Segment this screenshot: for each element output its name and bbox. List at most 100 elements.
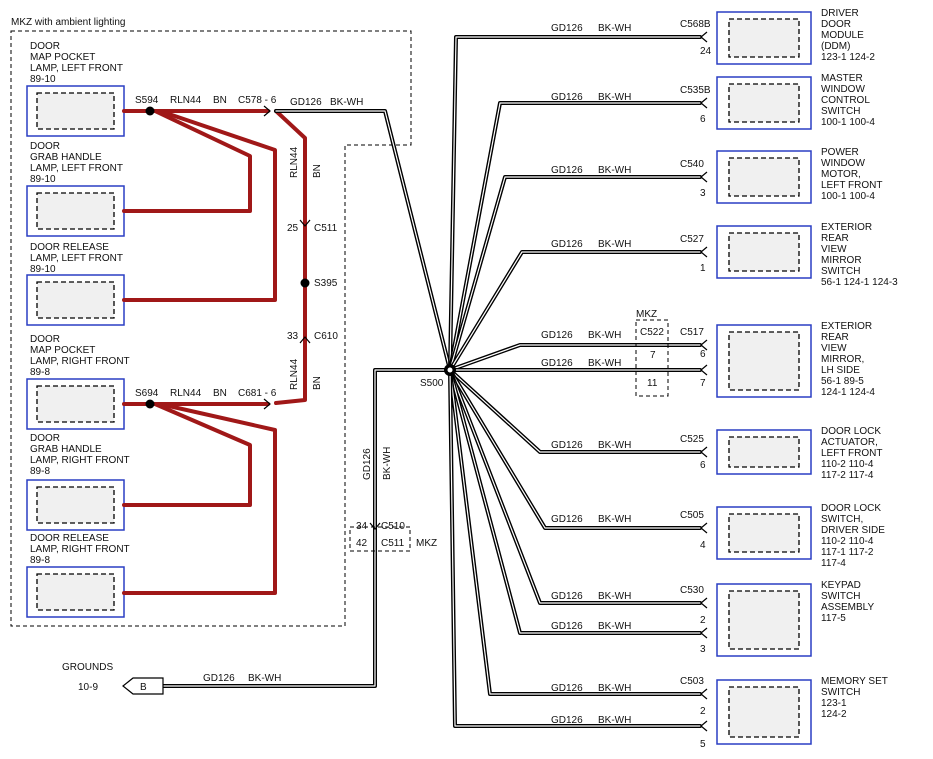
bkwh-label: BK-WH	[598, 440, 631, 451]
gd126-label: GD126	[551, 621, 583, 632]
lc6-line1: DOOR RELEASE	[30, 533, 109, 544]
connector-pin: 6	[700, 460, 706, 471]
component-inner	[728, 686, 800, 738]
gd126-top-label: GD126	[290, 97, 322, 108]
lc5-line3: LAMP, RIGHT FRONT	[30, 455, 130, 466]
black-wire-bundle	[161, 35, 702, 728]
lc2-line1: DOOR	[30, 141, 60, 152]
connector-pin: 3	[700, 188, 706, 199]
component-inner	[728, 513, 800, 553]
bn-vert-upper: BN	[312, 164, 323, 178]
connector-arrow	[700, 171, 708, 183]
lc4-line1: DOOR	[30, 334, 60, 345]
c522-label: C522	[640, 327, 664, 338]
bkwh-ground-label: BK-WH	[248, 673, 281, 684]
component-inner	[728, 590, 800, 650]
splice-s500-center	[447, 367, 453, 373]
connector-pin: 6	[700, 114, 706, 125]
c522-mkz: MKZ	[636, 309, 657, 320]
lc5-line4: 89-8	[30, 466, 50, 477]
gd126-label: GD126	[551, 92, 583, 103]
lc6-line2: LAMP, RIGHT FRONT	[30, 544, 130, 555]
lc3-line2: LAMP, LEFT FRONT	[30, 253, 123, 264]
connector-pin: 4	[700, 540, 706, 551]
component-inner	[728, 331, 800, 391]
connector-pin: 24	[700, 46, 712, 57]
lc1-line4: 89-10	[30, 74, 56, 85]
bkwh-label: BK-WH	[588, 358, 621, 369]
lc1-line1: DOOR	[30, 41, 60, 52]
splice-s694	[145, 399, 155, 409]
lc4-line2: MAP POCKET	[30, 345, 95, 356]
lc2-line3: LAMP, LEFT FRONT	[30, 163, 123, 174]
rln44-upper-label: RLN44	[170, 95, 202, 106]
lc2-line2: GRAB HANDLE	[30, 152, 102, 163]
rln44-vert-lower: RLN44	[289, 358, 300, 390]
lc3-line3: 89-10	[30, 264, 56, 275]
c510-pin: 34	[356, 521, 368, 532]
s594-label: S594	[135, 95, 159, 106]
lc4-line3: LAMP, RIGHT FRONT	[30, 356, 130, 367]
connector-arrow	[700, 364, 708, 376]
gd126-label: GD126	[551, 715, 583, 726]
connector-pin: 1	[700, 263, 706, 274]
connector-arrow	[700, 720, 708, 732]
component-inner	[728, 18, 800, 58]
bkwh-vert-label: BK-WH	[382, 447, 393, 480]
gd126-label: GD126	[541, 330, 573, 341]
c522-pin-a: 7	[650, 350, 656, 361]
bkwh-label: BK-WH	[598, 621, 631, 632]
c510-c511-box	[349, 526, 411, 552]
grounds-label: GROUNDS	[62, 662, 113, 673]
c522-pin-b: 11	[647, 378, 658, 389]
bn-vert-lower: BN	[312, 376, 323, 390]
connector-label: C540	[680, 159, 704, 170]
connector-arrow	[700, 31, 708, 43]
component-inner	[728, 232, 800, 272]
bkwh-label: BK-WH	[598, 514, 631, 525]
c681-arrow	[263, 398, 271, 410]
lc3-line1: DOOR RELEASE	[30, 242, 109, 253]
ground-terminal	[122, 677, 164, 695]
gd126-label: GD126	[551, 683, 583, 694]
connector-label: C517	[680, 327, 704, 338]
rln44-lower-label: RLN44	[170, 388, 202, 399]
lc4-line4: 89-8	[30, 367, 50, 378]
c578-arrow	[263, 105, 271, 117]
mkz-lower-label: MKZ	[416, 538, 437, 549]
bkwh-label: BK-WH	[588, 330, 621, 341]
s694-label: S694	[135, 388, 159, 399]
component-inner	[728, 436, 800, 468]
lc5-line2: GRAB HANDLE	[30, 444, 102, 455]
gd126-label: GD126	[551, 23, 583, 34]
gd126-ground-label: GD126	[203, 673, 235, 684]
lc1-line2: MAP POCKET	[30, 52, 95, 63]
connector-arrow	[700, 446, 708, 458]
connector-label: C568B	[680, 19, 711, 30]
region-label: MKZ with ambient lighting	[11, 17, 126, 28]
gd126-label: GD126	[541, 358, 573, 369]
lc5-line1: DOOR	[30, 433, 60, 444]
gd126-label: GD126	[551, 440, 583, 451]
connector-pin: 7	[700, 378, 706, 389]
component-inner	[728, 83, 800, 123]
connector-pin: 2	[700, 706, 706, 717]
connector-arrow	[700, 522, 708, 534]
bkwh-label: BK-WH	[598, 715, 631, 726]
c610-label: C610	[314, 331, 338, 342]
c510-arrow	[369, 522, 381, 530]
